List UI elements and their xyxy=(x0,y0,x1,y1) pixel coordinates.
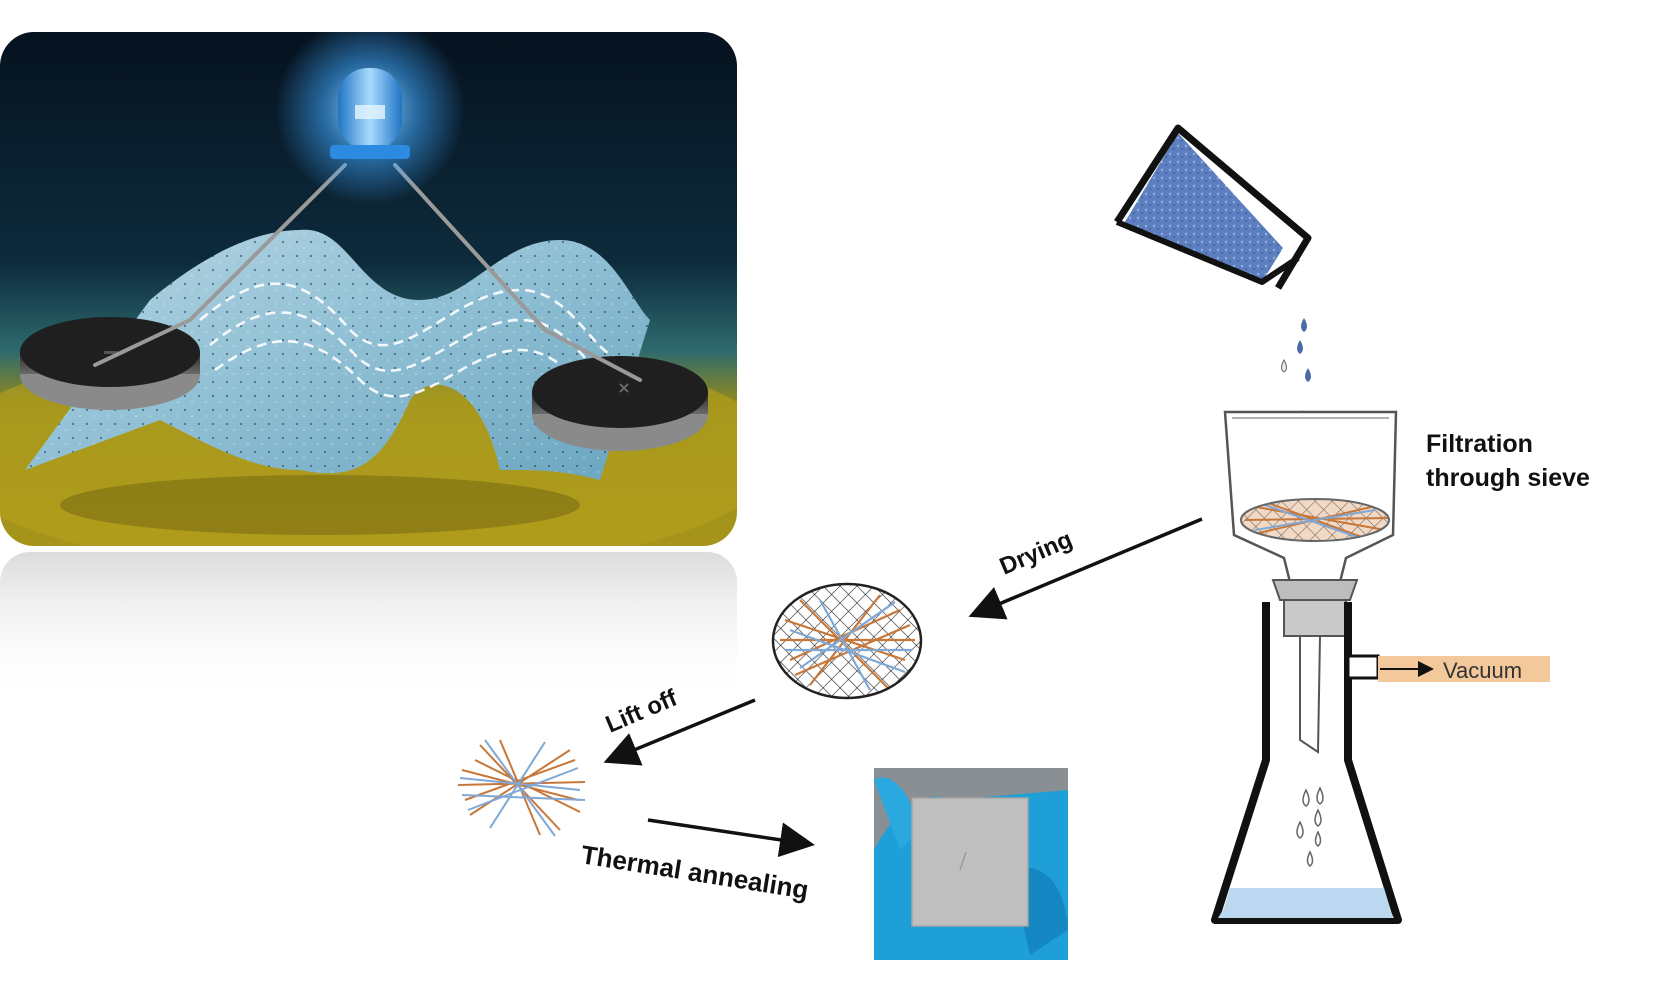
thermal-annealing-arrow xyxy=(647,818,815,858)
free-standing-fiber-mat xyxy=(457,739,586,837)
annealed-film xyxy=(911,797,1029,927)
coin-cell-battery-right xyxy=(532,356,708,451)
filtration-label-line1: Filtration xyxy=(1426,430,1533,458)
vacuum-flask-icon xyxy=(1211,602,1402,924)
drying-arrow xyxy=(968,517,1203,620)
illustration-reflection xyxy=(0,552,737,702)
fiber-membrane-icon xyxy=(771,582,923,700)
led-wires xyxy=(93,163,642,382)
vacuum-label: Vacuum xyxy=(1443,658,1522,683)
rubber-stopper xyxy=(1271,579,1359,601)
flask-liquid xyxy=(1218,908,1394,918)
sieve-fiber-mat xyxy=(1241,499,1389,541)
coin-cell-battery-left xyxy=(20,317,200,410)
lift-off-arrow xyxy=(603,698,756,766)
led-icon xyxy=(275,32,465,205)
device-illustration xyxy=(0,32,737,702)
gloved-hand-photo xyxy=(874,768,1068,960)
drying-label: Drying xyxy=(996,526,1077,581)
droplets-in-flask xyxy=(1296,786,1324,867)
filtration-label-line2: through sieve xyxy=(1426,464,1590,492)
vacuum-line: Vacuum xyxy=(1378,656,1550,683)
buchner-funnel-icon xyxy=(1223,410,1398,637)
thermal-annealing-label: Thermal annealing xyxy=(579,839,811,905)
pouring-beaker-icon xyxy=(1114,124,1312,290)
